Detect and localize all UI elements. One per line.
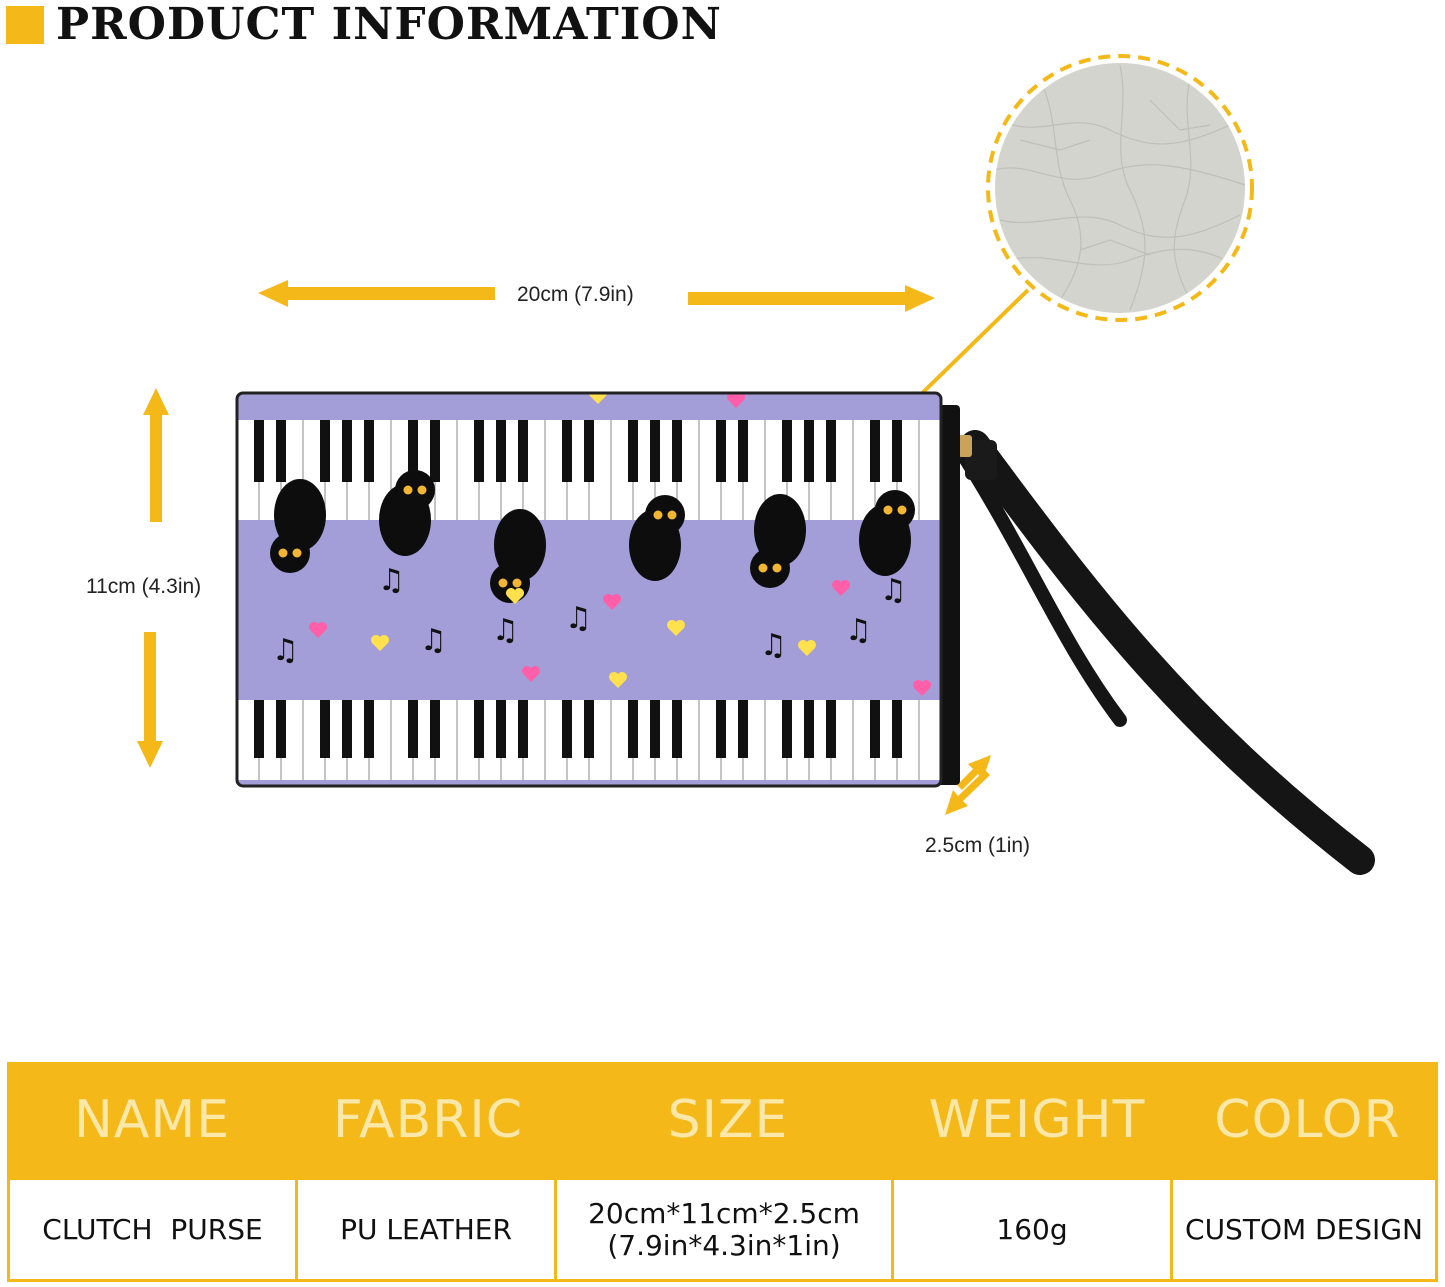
- header-weight: WEIGHT: [928, 1089, 1146, 1150]
- purse-body: ♫♫♫♫♫♫♫♫: [235, 391, 960, 788]
- music-note-decoration: ♫: [845, 613, 872, 648]
- music-note-decoration: ♫: [272, 633, 299, 668]
- heart-decoration: [505, 588, 524, 604]
- heart-decoration: [309, 622, 328, 638]
- height-arrow: [137, 388, 169, 768]
- music-note-decoration: ♫: [760, 628, 787, 663]
- music-note-decoration: ♫: [378, 563, 405, 598]
- page-title: PRODUCT INFORMATION: [56, 0, 722, 50]
- value-size-line1: 20cm*11cm*2.5cm: [588, 1196, 860, 1230]
- heart-decoration: [798, 640, 816, 656]
- value-weight: 160g: [894, 1180, 1173, 1279]
- value-name: CLUTCH PURSE: [10, 1180, 298, 1279]
- header-size: SIZE: [667, 1089, 789, 1150]
- heart-decoration: [609, 672, 627, 688]
- heart-decoration: [913, 679, 931, 696]
- depth-label: 2.5cm (1in): [925, 834, 1031, 857]
- heart-decoration: [832, 580, 851, 596]
- depth-arrow: [945, 755, 991, 815]
- value-fabric-text: PU LEATHER: [340, 1212, 512, 1246]
- value-color: CUSTOM DESIGN: [1173, 1180, 1435, 1279]
- header-name: NAME: [73, 1089, 231, 1150]
- heart-decoration: [589, 393, 607, 404]
- cat-silhouette: [754, 494, 806, 566]
- cat-silhouette: [494, 509, 546, 581]
- product-illustration: ♫♫♫♫♫♫♫♫: [137, 54, 1375, 875]
- heart-decoration: [603, 594, 621, 610]
- music-note-decoration: ♫: [492, 613, 519, 648]
- spec-table-row: CLUTCH PURSE PU LEATHER 20cm*11cm*2.5cm …: [10, 1180, 1435, 1279]
- spec-table: NAME FABRIC SIZE WEIGHT COLOR CLUTCH PUR…: [7, 1062, 1438, 1282]
- header-color: COLOR: [1214, 1089, 1401, 1150]
- value-name-text: CLUTCH PURSE: [42, 1212, 263, 1246]
- heart-decoration: [522, 666, 540, 682]
- value-weight-text: 160g: [996, 1212, 1068, 1246]
- music-note-decoration: ♫: [565, 601, 592, 636]
- value-color-text: CUSTOM DESIGN: [1185, 1212, 1423, 1246]
- header-accent-square: [6, 6, 44, 44]
- height-label: 11cm (4.3in): [86, 575, 202, 598]
- value-fabric: PU LEATHER: [298, 1180, 557, 1279]
- spec-table-header: NAME FABRIC SIZE WEIGHT COLOR: [7, 1062, 1438, 1177]
- music-note-decoration: ♫: [420, 623, 447, 658]
- width-arrow: [258, 280, 935, 312]
- width-label: 20cm (7.9in): [517, 283, 634, 306]
- heart-decoration: [727, 393, 745, 408]
- value-size: 20cm*11cm*2.5cm (7.9in*4.3in*1in): [557, 1180, 894, 1279]
- heart-decoration: [667, 620, 685, 636]
- header-fabric: FABRIC: [332, 1089, 524, 1150]
- heart-decoration: [371, 634, 389, 651]
- cat-silhouette: [274, 479, 326, 551]
- wrist-strap: [953, 430, 1375, 875]
- value-size-line2: (7.9in*4.3in*1in): [607, 1228, 841, 1262]
- page-header: PRODUCT INFORMATION: [6, 2, 722, 48]
- music-note-decoration: ♫: [880, 573, 907, 608]
- leather-swatch: [898, 54, 1254, 416]
